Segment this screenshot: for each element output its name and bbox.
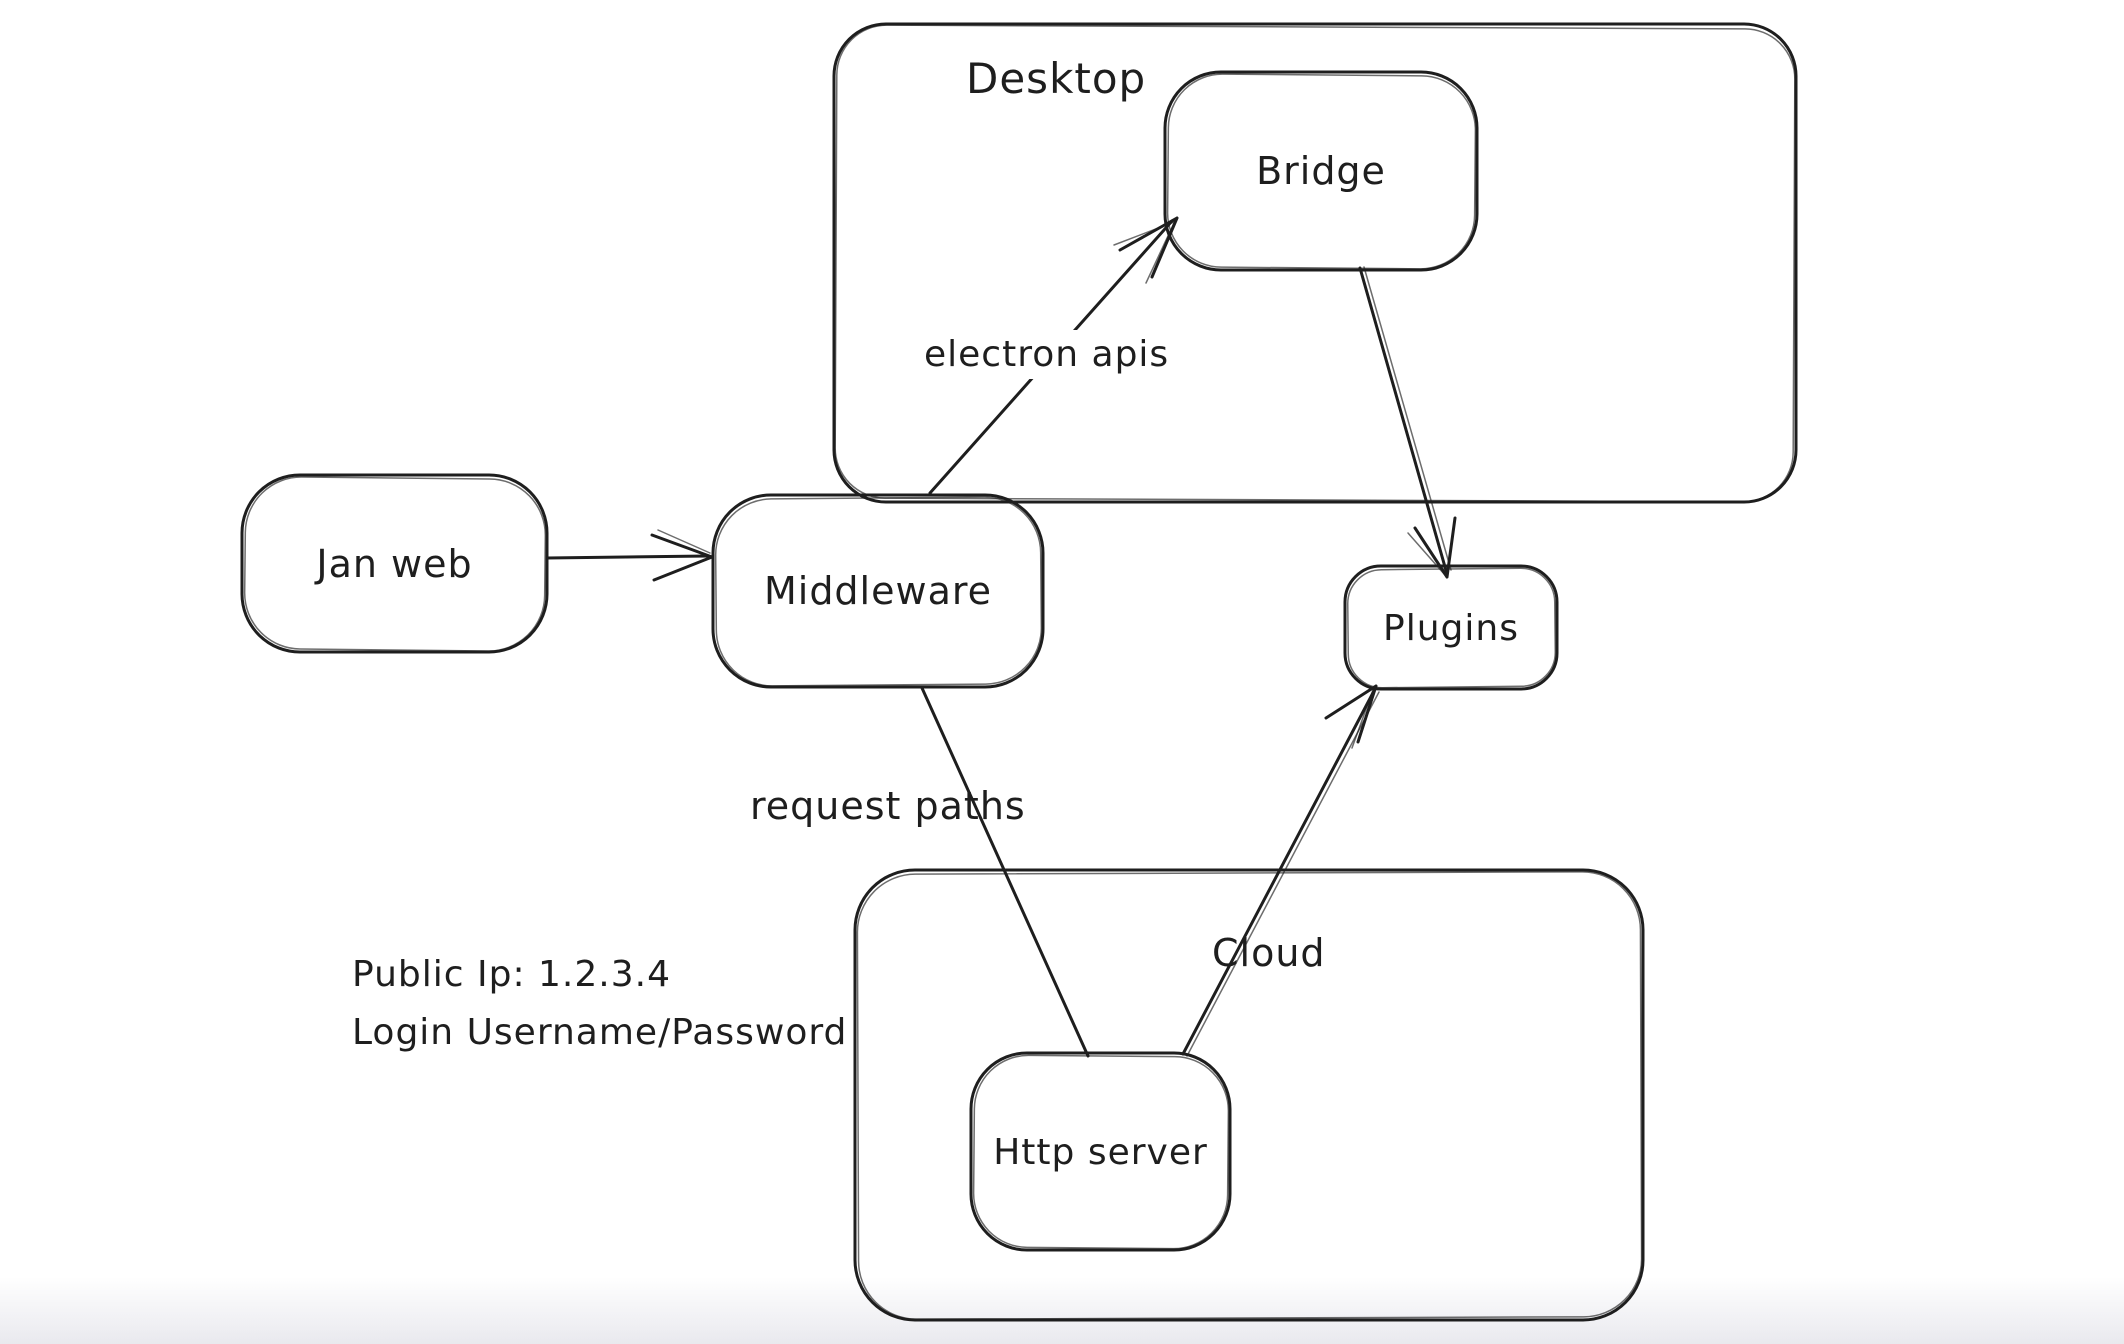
jan-web-node-label[interactable]: Jan web (316, 542, 473, 586)
cloud-container-label[interactable]: Cloud (1212, 931, 1326, 975)
edge-janweb-middleware-arrowhead (650, 533, 714, 582)
node-http-server-outline-sketch (972, 1054, 1230, 1250)
edge-bridge-plugins-arrowhead-sketch (1407, 532, 1446, 576)
request-paths-edge-label[interactable]: request paths (750, 784, 1026, 828)
node-http-server[interactable] (969, 1051, 1232, 1252)
container-desktop[interactable] (832, 22, 1798, 504)
edge-bridge-plugins-line-sketch (1363, 266, 1452, 571)
edge-httpserver-plugins[interactable] (1181, 684, 1380, 1057)
middleware-node-label[interactable]: Middleware (763, 569, 993, 613)
node-jan-web-outline (240, 473, 549, 654)
edge-httpserver-plugins-arrowhead-sketch (1351, 689, 1374, 749)
edge-bridge-plugins-line (1358, 266, 1449, 576)
container-desktop-outline-sketch (834, 24, 1796, 503)
edge-httpserver-plugins-arrowhead (1324, 684, 1378, 744)
edge-bridge-plugins-arrowhead (1413, 516, 1457, 579)
desktop-container-label[interactable]: Desktop (966, 54, 1147, 103)
electron-apis-edge-label[interactable]: electron apis (916, 330, 1178, 380)
note-line-public-ip: Public Ip: 1.2.3.4 (352, 954, 671, 995)
edge-middleware-httpserver-line (920, 686, 1090, 1058)
node-bridge[interactable] (1163, 70, 1479, 272)
edge-janweb-middleware-line (545, 554, 710, 560)
node-jan-web[interactable] (240, 473, 549, 654)
container-cloud-outline (853, 868, 1645, 1322)
node-plugins-outline (1343, 564, 1559, 691)
container-cloud[interactable] (853, 868, 1645, 1322)
edge-janweb-middleware-arrowhead-sketch (657, 529, 711, 554)
node-jan-web-outline-sketch (243, 476, 547, 652)
edge-middleware-httpserver[interactable] (920, 686, 1090, 1058)
edge-janweb-middleware[interactable] (545, 529, 714, 582)
node-middleware-outline-sketch (714, 496, 1043, 687)
http-server-node-label[interactable]: Http server (993, 1132, 1208, 1173)
container-desktop-outline (832, 22, 1798, 504)
node-middleware[interactable] (711, 493, 1045, 689)
node-http-server-outline (969, 1051, 1232, 1252)
edge-httpserver-plugins-line-sketch (1186, 691, 1380, 1057)
plugins-node-label[interactable]: Plugins (1383, 608, 1519, 649)
bridge-node-label[interactable]: Bridge (1256, 149, 1386, 193)
note-public-ip[interactable]: Public Ip: 1.2.3.4 Login Username/Passwo… (352, 946, 847, 1062)
edge-middleware-bridge-arrowhead-sketch (1113, 220, 1176, 284)
note-line-login: Login Username/Password (352, 1012, 848, 1053)
container-cloud-outline-sketch (856, 871, 1643, 1320)
node-bridge-outline (1163, 70, 1479, 272)
node-middleware-outline (711, 493, 1045, 689)
edge-httpserver-plugins-line (1181, 687, 1377, 1056)
edge-bridge-plugins[interactable] (1358, 266, 1457, 579)
node-bridge-outline-sketch (1166, 73, 1477, 270)
edge-middleware-bridge-arrowhead (1118, 216, 1179, 279)
